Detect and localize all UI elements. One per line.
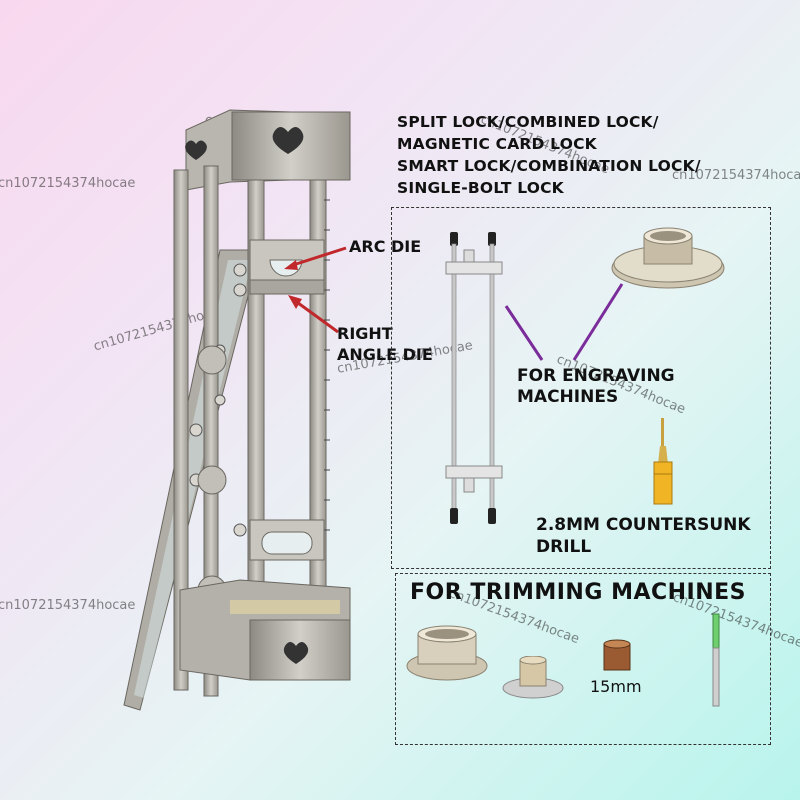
bushing-image <box>502 656 564 699</box>
engraving-label-1: FOR ENGRAVING <box>517 366 675 386</box>
guide-rail-image <box>445 232 503 524</box>
watermark: cn1072154374hocae <box>0 176 136 191</box>
header-line-3: SMART LOCK/COMBINATION LOCK/ <box>397 157 701 175</box>
router-bit-image <box>712 613 720 707</box>
watermark: cn1072154374hocae <box>672 168 800 183</box>
engraving-label-2: MACHINES <box>517 387 619 407</box>
trimming-title: FOR TRIMMING MACHINES <box>410 580 747 605</box>
countersunk-drill-image <box>653 418 673 505</box>
header-line-4: SINGLE-BOLT LOCK <box>397 179 564 197</box>
collar-bushing-image <box>611 227 725 289</box>
drill-label-2: DRILL <box>536 537 592 557</box>
jig-frame-image <box>123 109 351 711</box>
engraving-section-box <box>391 207 771 569</box>
size-label: 15mm <box>590 677 642 696</box>
arc-die-arrow <box>284 246 347 270</box>
drill-label-1: 2.8MM COUNTERSUNK <box>536 515 751 535</box>
header-line-1: SPLIT LOCK/COMBINED LOCK/ <box>397 113 659 131</box>
engraving-pointer-lines <box>504 283 624 361</box>
right-angle-die-label-2: ANGLE DIE <box>337 345 433 364</box>
header-line-2: MAGNETIC CARD LOCK <box>397 135 597 153</box>
right-angle-die-arrow <box>288 295 339 334</box>
arc-die-label: ARC DIE <box>349 237 422 256</box>
collar-bushing-image <box>406 625 488 681</box>
bronze-sleeve-image <box>603 639 631 671</box>
right-angle-die-label-1: RIGHT <box>337 324 393 343</box>
trimming-section-box <box>395 573 771 745</box>
watermark: cn1072154374hocae <box>0 598 136 613</box>
